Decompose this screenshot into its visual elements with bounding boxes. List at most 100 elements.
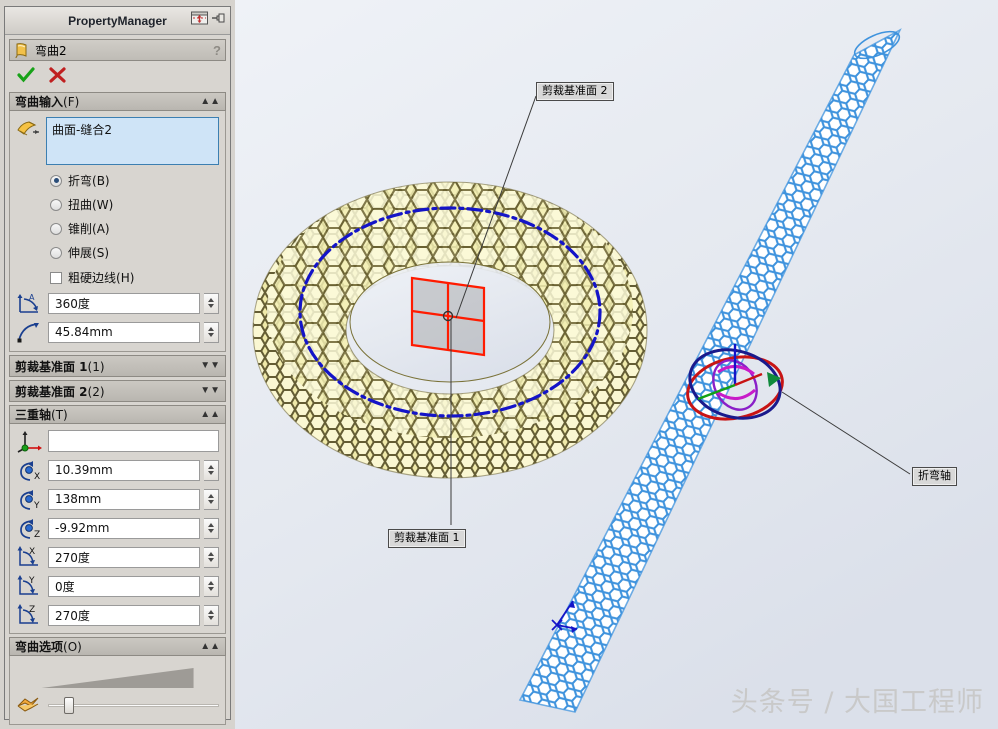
- red-x-icon[interactable]: [49, 67, 66, 83]
- group-bend-input-title: 弯曲输入: [15, 95, 64, 109]
- checkbox-hard-edges[interactable]: [50, 271, 62, 284]
- translate-z-spinner[interactable]: [204, 517, 219, 539]
- triad-origin-input[interactable]: [48, 430, 219, 452]
- bend-angle-spinner[interactable]: [204, 292, 219, 314]
- triad-manipulator-graphic: [686, 344, 784, 421]
- translate-z-input[interactable]: -9.92mm: [48, 517, 200, 539]
- translate-x-icon: X: [20, 461, 40, 482]
- translate-y-input[interactable]: 138mm: [48, 488, 200, 510]
- rotate-z-spinner[interactable]: [204, 604, 219, 626]
- radio-row-taper[interactable]: 锥削(A): [50, 220, 219, 237]
- radio-row-twist[interactable]: 扭曲(W): [50, 196, 219, 213]
- nanotube-mesh-body: [475, 0, 935, 729]
- radio-twist[interactable]: [50, 198, 62, 211]
- group-trim-plane-1-count: (1): [87, 359, 105, 374]
- svg-text:Y: Y: [33, 501, 40, 511]
- svg-text:Y: Y: [28, 576, 35, 586]
- group-trim-plane-1-title: 剪裁基准面 1: [15, 359, 88, 374]
- slider-track-line: [48, 704, 219, 707]
- chevron-up-icon[interactable]: ▲▲: [200, 408, 220, 420]
- radio-stretch[interactable]: [50, 246, 62, 259]
- rotate-z-input[interactable]: 270度: [48, 604, 200, 626]
- graphics-viewport[interactable]: 剪裁基准面 2 剪裁基准面 1 折弯轴 头条号 / 大国工程师: [235, 0, 998, 729]
- bend-angle-icon: A: [17, 293, 38, 313]
- field-row-translate-x: X 10.39mm: [16, 458, 219, 482]
- svg-text:X: X: [29, 547, 35, 557]
- bend-radius-spinner[interactable]: [204, 321, 219, 343]
- group-triad-suffix: (T): [51, 408, 68, 422]
- watermark: 头条号 / 大国工程师: [730, 687, 984, 718]
- radio-stretch-suffix: (S): [92, 246, 109, 260]
- group-trim-plane-2-count: (2): [87, 384, 105, 399]
- rotate-y-input[interactable]: 0度: [48, 575, 200, 597]
- field-row-triad-origin: [16, 429, 219, 453]
- group-triad-body: X 10.39mm Y 138mm: [9, 424, 226, 634]
- panel-titlebar: PropertyManager: [5, 7, 230, 35]
- translate-y-spinner[interactable]: [204, 488, 219, 510]
- property-manager-panel: PropertyManager: [0, 0, 235, 729]
- quality-slider-row: [16, 694, 219, 716]
- rotate-y-icon: Y: [17, 575, 38, 595]
- confirm-bar: [5, 61, 230, 89]
- bend-radius-icon: [17, 323, 39, 343]
- svg-text:A: A: [29, 293, 35, 302]
- chevron-up-icon[interactable]: ▲▲: [200, 640, 220, 652]
- chevron-down-icon[interactable]: ▼▼: [200, 385, 220, 396]
- selection-box[interactable]: 曲面-缝合2: [46, 117, 219, 165]
- group-trim-plane-2-title: 剪裁基准面 2: [15, 384, 88, 399]
- quality-slider[interactable]: [48, 697, 219, 714]
- callout-leader-lines: [450, 95, 911, 525]
- field-row-translate-y: Y 138mm: [16, 487, 219, 511]
- radio-twist-suffix: (W): [92, 198, 114, 212]
- chevron-up-icon[interactable]: ▲▲: [200, 95, 220, 107]
- group-bend-input-header[interactable]: 弯曲输入(F) ▲▲: [9, 92, 226, 111]
- field-row-rotate-x: X 270度: [16, 545, 219, 569]
- radio-row-bend[interactable]: 折弯(B): [50, 172, 219, 189]
- radio-taper-label: 锥削: [68, 222, 93, 236]
- radio-stretch-label: 伸展: [68, 246, 93, 260]
- radio-bend[interactable]: [50, 174, 62, 187]
- feature-name: 弯曲2: [35, 43, 67, 58]
- panel-title: PropertyManager: [68, 13, 167, 28]
- group-bend-options-suffix: (O): [63, 640, 82, 654]
- field-row-bend-radius: 45.84mm: [16, 320, 219, 344]
- group-bend-input-suffix: (F): [63, 95, 80, 109]
- feature-header[interactable]: 弯曲2 ?: [9, 39, 226, 61]
- trim-plane-2-callout[interactable]: 剪裁基准面 2: [536, 82, 614, 101]
- field-row-rotate-z: Z 270度: [16, 603, 219, 627]
- radio-bend-suffix: (B): [92, 174, 110, 188]
- green-check-icon[interactable]: [17, 67, 35, 83]
- checkbox-hard-edges-suffix: (H): [116, 271, 135, 285]
- chevron-down-icon[interactable]: ▼▼: [200, 360, 220, 371]
- radio-row-stretch[interactable]: 伸展(S): [50, 244, 219, 261]
- group-triad-header[interactable]: 三重轴(T) ▲▲: [9, 405, 226, 424]
- field-row-rotate-y: Y 0度: [16, 574, 219, 598]
- group-trim-plane-2-header[interactable]: 剪裁基准面 2(2) ▼▼: [9, 380, 226, 402]
- group-bend-options-header[interactable]: 弯曲选项(O) ▲▲: [9, 637, 226, 656]
- rotate-x-spinner[interactable]: [204, 546, 219, 568]
- help-button[interactable]: ?: [213, 42, 221, 58]
- field-row-bend-angle: A 360度: [16, 291, 219, 315]
- trim-plane-1-callout[interactable]: 剪裁基准面 1: [388, 529, 466, 548]
- radio-taper[interactable]: [50, 222, 62, 235]
- rotate-x-icon: X: [17, 546, 38, 566]
- rotate-x-input[interactable]: 270度: [48, 546, 200, 568]
- slider-thumb[interactable]: [64, 697, 74, 714]
- group-trim-plane-1: 剪裁基准面 1(1) ▼▼: [9, 355, 226, 377]
- pushpin-icon[interactable]: [211, 10, 226, 26]
- svg-text:Z: Z: [29, 605, 35, 615]
- bend-angle-input[interactable]: 360度: [48, 292, 200, 314]
- field-row-translate-z: Z -9.92mm: [16, 516, 219, 540]
- bend-radius-input[interactable]: 45.84mm: [48, 321, 200, 343]
- quality-wedge-graphic: [20, 662, 215, 692]
- dock-table-icon[interactable]: [190, 10, 209, 26]
- translate-y-icon: Y: [20, 490, 40, 511]
- checkbox-row-hard-edges[interactable]: 粗硬边线(H): [50, 269, 219, 286]
- trim-plane-1-graphic: [410, 276, 486, 357]
- translate-x-input[interactable]: 10.39mm: [48, 459, 200, 481]
- translate-x-spinner[interactable]: [204, 459, 219, 481]
- rotate-y-spinner[interactable]: [204, 575, 219, 597]
- group-trim-plane-1-header[interactable]: 剪裁基准面 1(1) ▼▼: [9, 355, 226, 377]
- bend-axis-callout[interactable]: 折弯轴: [912, 467, 957, 486]
